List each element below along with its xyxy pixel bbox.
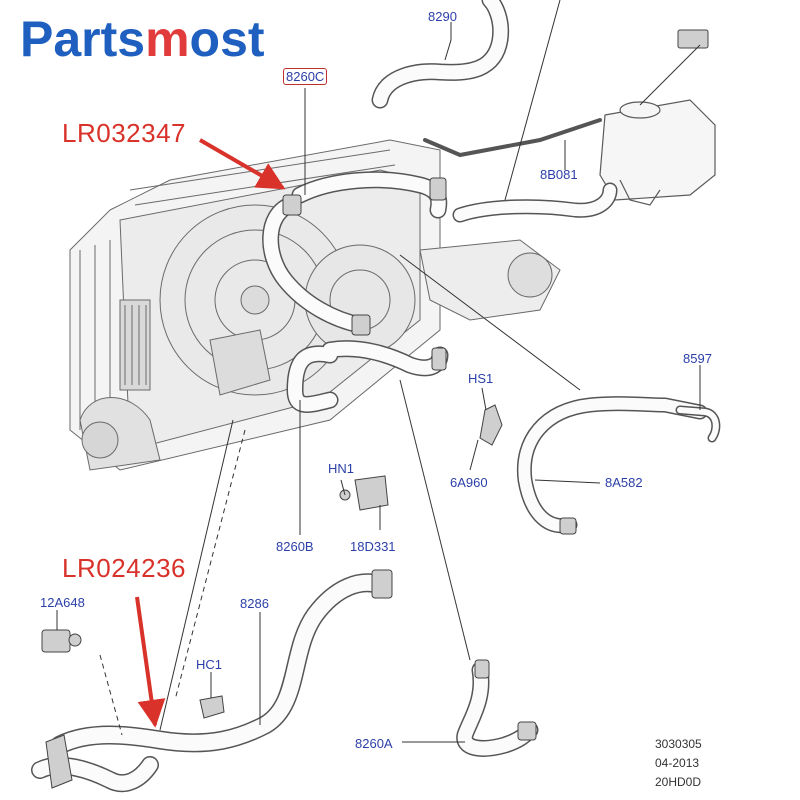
brand-logo: Partsmost (20, 14, 265, 64)
label-8B081: 8B081 (540, 167, 578, 182)
label-HN1: HN1 (328, 461, 355, 476)
brand-highlight: m (145, 11, 190, 67)
radiator-assembly (69, 139, 561, 471)
label-8260A: 8260A (355, 736, 393, 751)
label-6A960: 6A960 (450, 475, 488, 490)
label-8A582: 8A582 (605, 475, 643, 490)
brand-prefix: Parts (20, 11, 146, 67)
leader-lines (56, 0, 701, 743)
hose-8B081 (423, 118, 602, 158)
reference-id: 20HD0D (655, 775, 702, 789)
label-8260B: 8260B (276, 539, 314, 554)
callout-part-number: LR032347 (62, 118, 186, 148)
expansion-tank (599, 99, 716, 206)
label-8290: 8290 (428, 9, 457, 24)
label-18D331: 18D331 (350, 539, 396, 554)
fittings (41, 29, 709, 789)
reference-code: 3030305 (655, 737, 702, 751)
label-8286: 8286 (240, 596, 269, 611)
brand-suffix: ost (189, 11, 265, 67)
callout-arrows (135, 138, 286, 728)
label-HS1: HS1 (468, 371, 494, 386)
reference-date: 04-2013 (655, 756, 700, 770)
label-HC1: HC1 (196, 657, 223, 672)
callout-part-number: LR024236 (62, 553, 186, 583)
label-8260C: 8260C (283, 68, 328, 85)
label-8597: 8597 (683, 351, 712, 366)
label-12A648: 12A648 (40, 595, 85, 610)
